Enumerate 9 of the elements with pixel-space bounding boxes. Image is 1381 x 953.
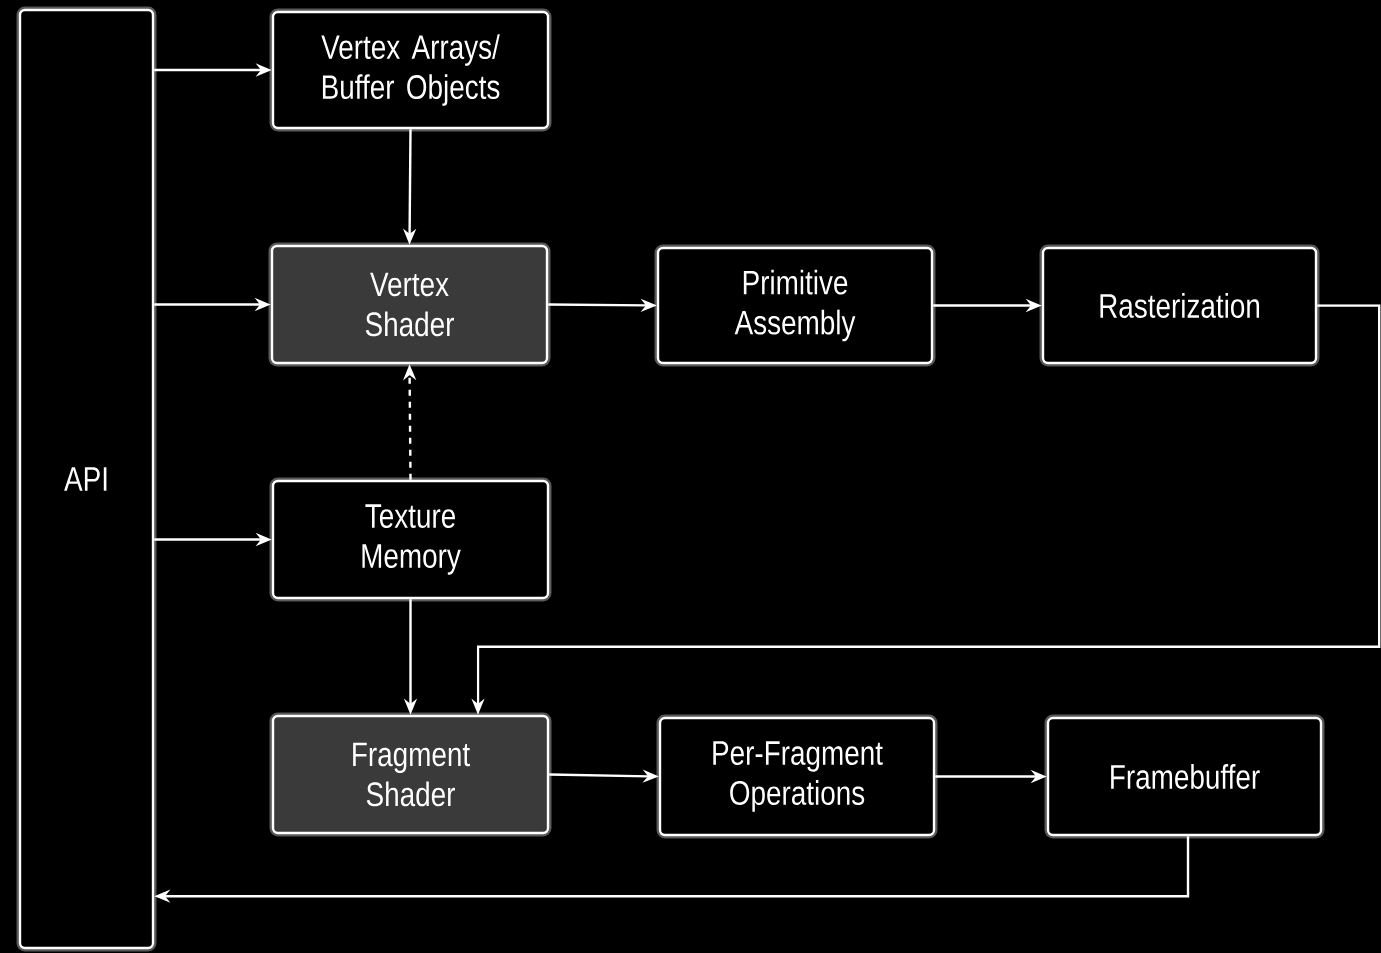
process-box: Vertex Shader <box>268 242 551 367</box>
process-box: Framebuffer <box>1044 714 1325 839</box>
api-bar: API <box>16 6 157 952</box>
process-box: Primitive Assembly <box>654 244 936 367</box>
process-box: Texture Memory <box>269 477 552 602</box>
process-box: Per-Fragment Operations <box>656 714 938 839</box>
process-box: Fragment Shader <box>269 712 552 837</box>
process-box: Vertex Arrays/ Buffer Objects <box>269 8 552 132</box>
process-box: Rasterization <box>1039 244 1320 367</box>
